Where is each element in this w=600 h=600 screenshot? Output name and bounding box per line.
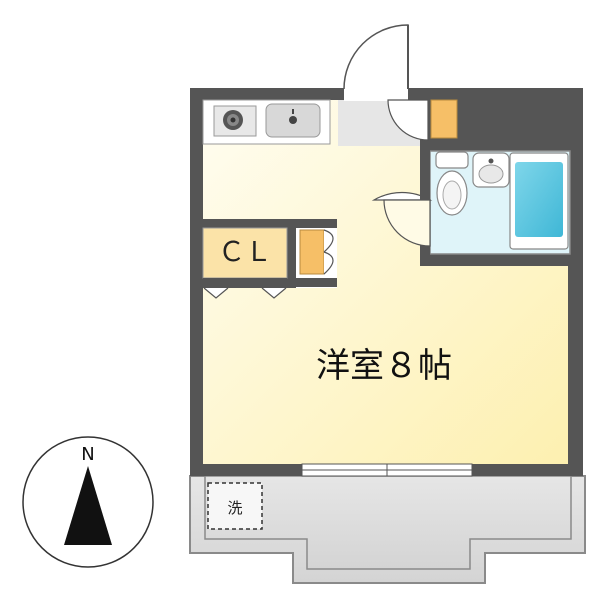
washer-space: 洗 [207, 482, 263, 530]
closet-door [203, 287, 229, 299]
balcony [189, 475, 586, 584]
washer-label: 洗 [227, 499, 242, 517]
drain-icon [289, 116, 297, 124]
entrance [338, 24, 458, 146]
storage [296, 228, 337, 288]
kitchen-counter [202, 99, 331, 145]
unit-bath [371, 150, 571, 255]
main-room-label: 洋室８帖 [316, 346, 452, 386]
entrance-door [343, 24, 409, 90]
shoe-cabinet [430, 99, 458, 139]
closet: ＣＬ [202, 219, 337, 299]
closet-label: ＣＬ [218, 237, 272, 268]
north-label: N [81, 444, 94, 465]
balcony-window [301, 463, 473, 477]
compass: N [22, 436, 154, 568]
storage-door [323, 229, 334, 253]
toilet-tank [435, 151, 469, 169]
room-floor [203, 100, 568, 464]
north-arrow-icon [64, 466, 112, 545]
